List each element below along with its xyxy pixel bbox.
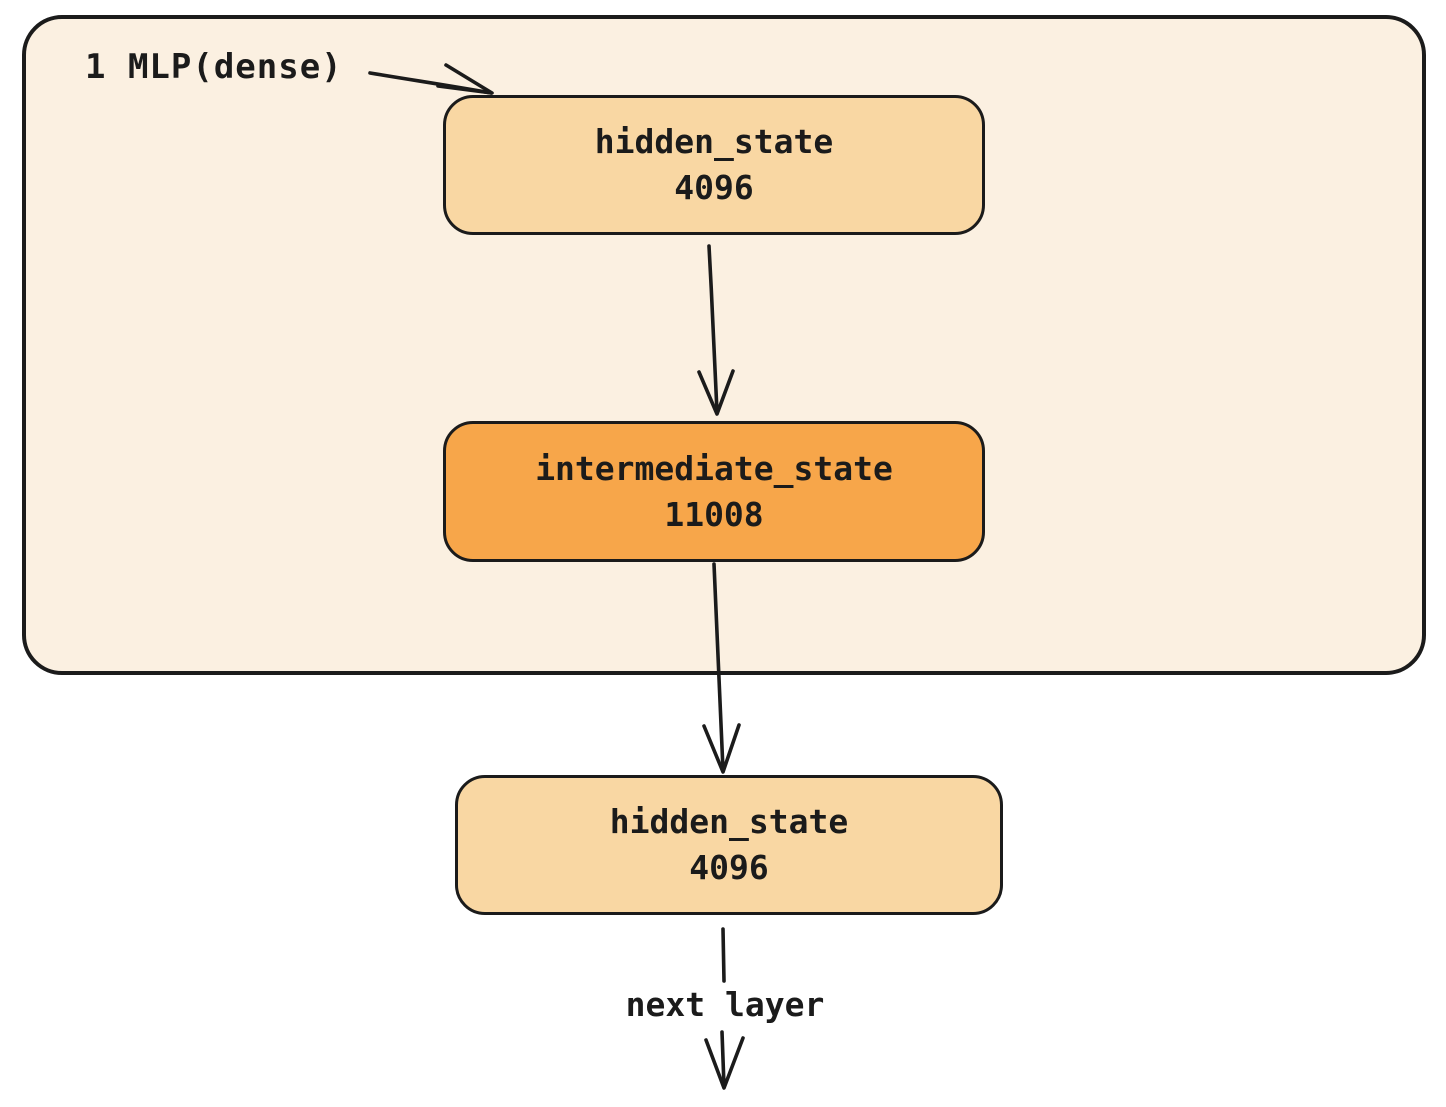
node-title: hidden_state	[609, 802, 849, 841]
node-value: 4096	[689, 848, 769, 887]
group-label: 1 MLP(dense)	[85, 47, 343, 87]
node-intermediate-state: intermediate_state 11008	[443, 421, 985, 562]
hidden-to-intermediate-arrow	[697, 244, 735, 416]
intermediate-to-hidden-out-arrow	[702, 562, 741, 774]
node-value: 11008	[664, 494, 764, 534]
node-hidden-state-output: hidden_state 4096	[455, 775, 1003, 915]
next-layer-stem-line	[721, 927, 726, 983]
node-value: 4096	[674, 168, 754, 207]
node-title: intermediate_state	[535, 448, 893, 488]
label-to-hidden-state-arrow	[368, 63, 494, 95]
node-hidden-state-input: hidden_state 4096	[443, 95, 985, 235]
next-layer-label: next layer	[625, 985, 825, 1024]
next-layer-arrow	[704, 1030, 745, 1090]
node-title: hidden_state	[594, 122, 834, 161]
